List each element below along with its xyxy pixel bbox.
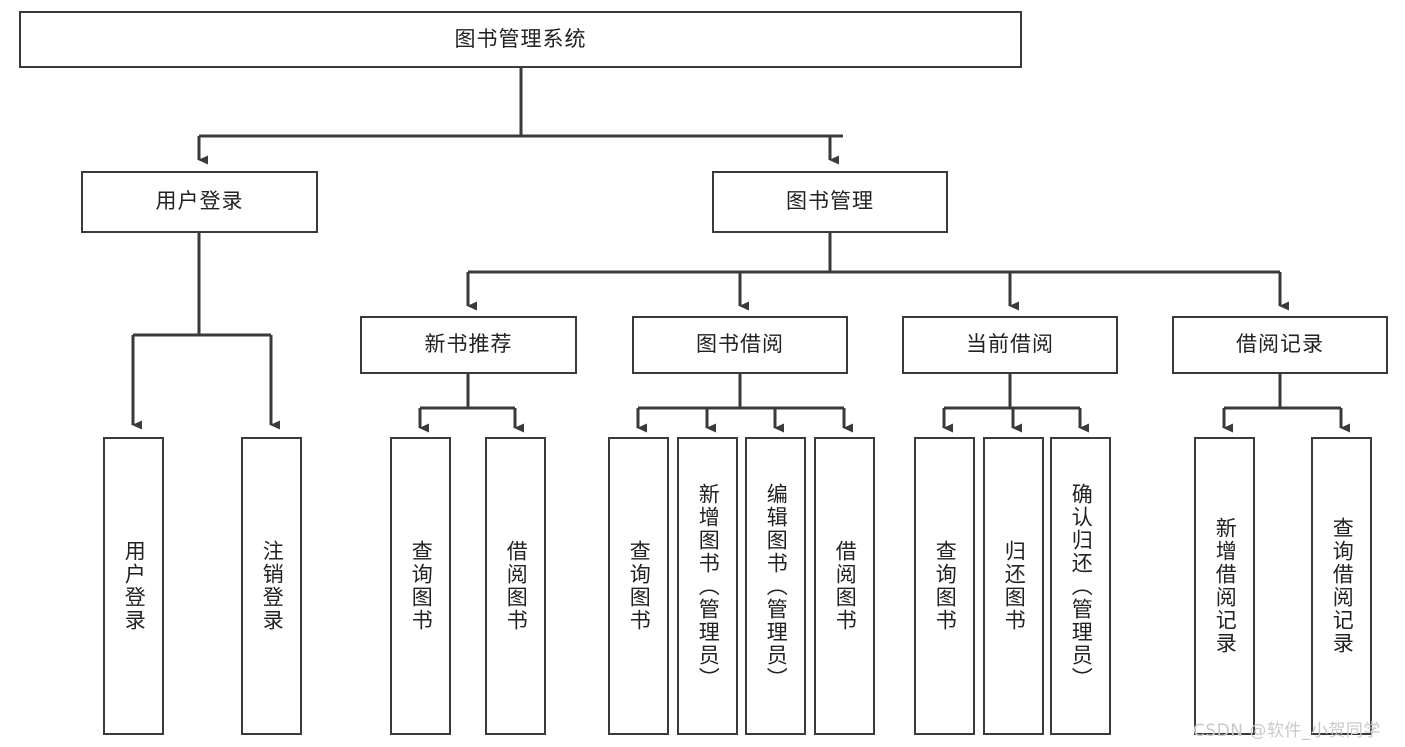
node-label: 用户登录 [122, 540, 147, 632]
leaf-book-borrow-query-book[interactable]: 查询图书 [608, 437, 669, 735]
node-label: 借阅图书 [833, 540, 858, 632]
node-book-management[interactable]: 图书管理 [712, 171, 948, 233]
leaf-book-borrow-edit-book-admin[interactable]: 编辑图书（管理员） [745, 437, 806, 735]
node-user-login[interactable]: 用户登录 [81, 171, 318, 233]
node-label: 编辑图书（管理员） [764, 482, 789, 690]
node-label: 图书管理 [786, 189, 874, 214]
leaf-current-borrow-query-book[interactable]: 查询图书 [914, 437, 975, 735]
node-label: 借阅图书 [504, 540, 529, 632]
node-label: 新书推荐 [424, 332, 513, 357]
csdn-watermark: CSDN @软件_小贺同学 [1193, 721, 1381, 741]
node-label: 查询图书 [409, 540, 434, 632]
node-label: 新增借阅记录 [1213, 517, 1238, 655]
node-borrow-record[interactable]: 借阅记录 [1172, 316, 1388, 374]
node-current-borrow[interactable]: 当前借阅 [902, 316, 1118, 374]
node-label: 归还图书 [1002, 540, 1027, 632]
node-label: 图书借阅 [696, 332, 784, 357]
node-label: 用户登录 [155, 189, 244, 214]
leaf-current-borrow-confirm-return-admin[interactable]: 确认归还（管理员） [1050, 437, 1111, 735]
node-label: 查询图书 [933, 540, 958, 632]
node-label: 借阅记录 [1236, 332, 1324, 357]
leaf-new-book-query-book[interactable]: 查询图书 [390, 437, 451, 735]
leaf-book-borrow-borrow-book[interactable]: 借阅图书 [814, 437, 875, 735]
node-label: 查询借阅记录 [1330, 517, 1355, 655]
node-root-system[interactable]: 图书管理系统 [19, 11, 1022, 68]
leaf-new-book-borrow-book[interactable]: 借阅图书 [485, 437, 546, 735]
leaf-borrow-record-add-record[interactable]: 新增借阅记录 [1194, 437, 1255, 735]
leaf-book-borrow-add-book-admin[interactable]: 新增图书（管理员） [677, 437, 738, 735]
leaf-user-login-login[interactable]: 用户登录 [103, 437, 164, 735]
node-new-book-recommend[interactable]: 新书推荐 [360, 316, 577, 374]
node-label: 查询图书 [627, 540, 652, 632]
leaf-borrow-record-query-record[interactable]: 查询借阅记录 [1311, 437, 1372, 735]
node-book-borrow[interactable]: 图书借阅 [632, 316, 848, 374]
leaf-current-borrow-return-book[interactable]: 归还图书 [983, 437, 1044, 735]
node-label: 新增图书（管理员） [696, 482, 721, 690]
node-label: 确认归还（管理员） [1069, 482, 1094, 690]
node-label: 图书管理系统 [454, 26, 587, 51]
node-label: 注销登录 [260, 540, 285, 632]
node-label: 当前借阅 [966, 332, 1054, 357]
leaf-user-login-logout[interactable]: 注销登录 [241, 437, 302, 735]
